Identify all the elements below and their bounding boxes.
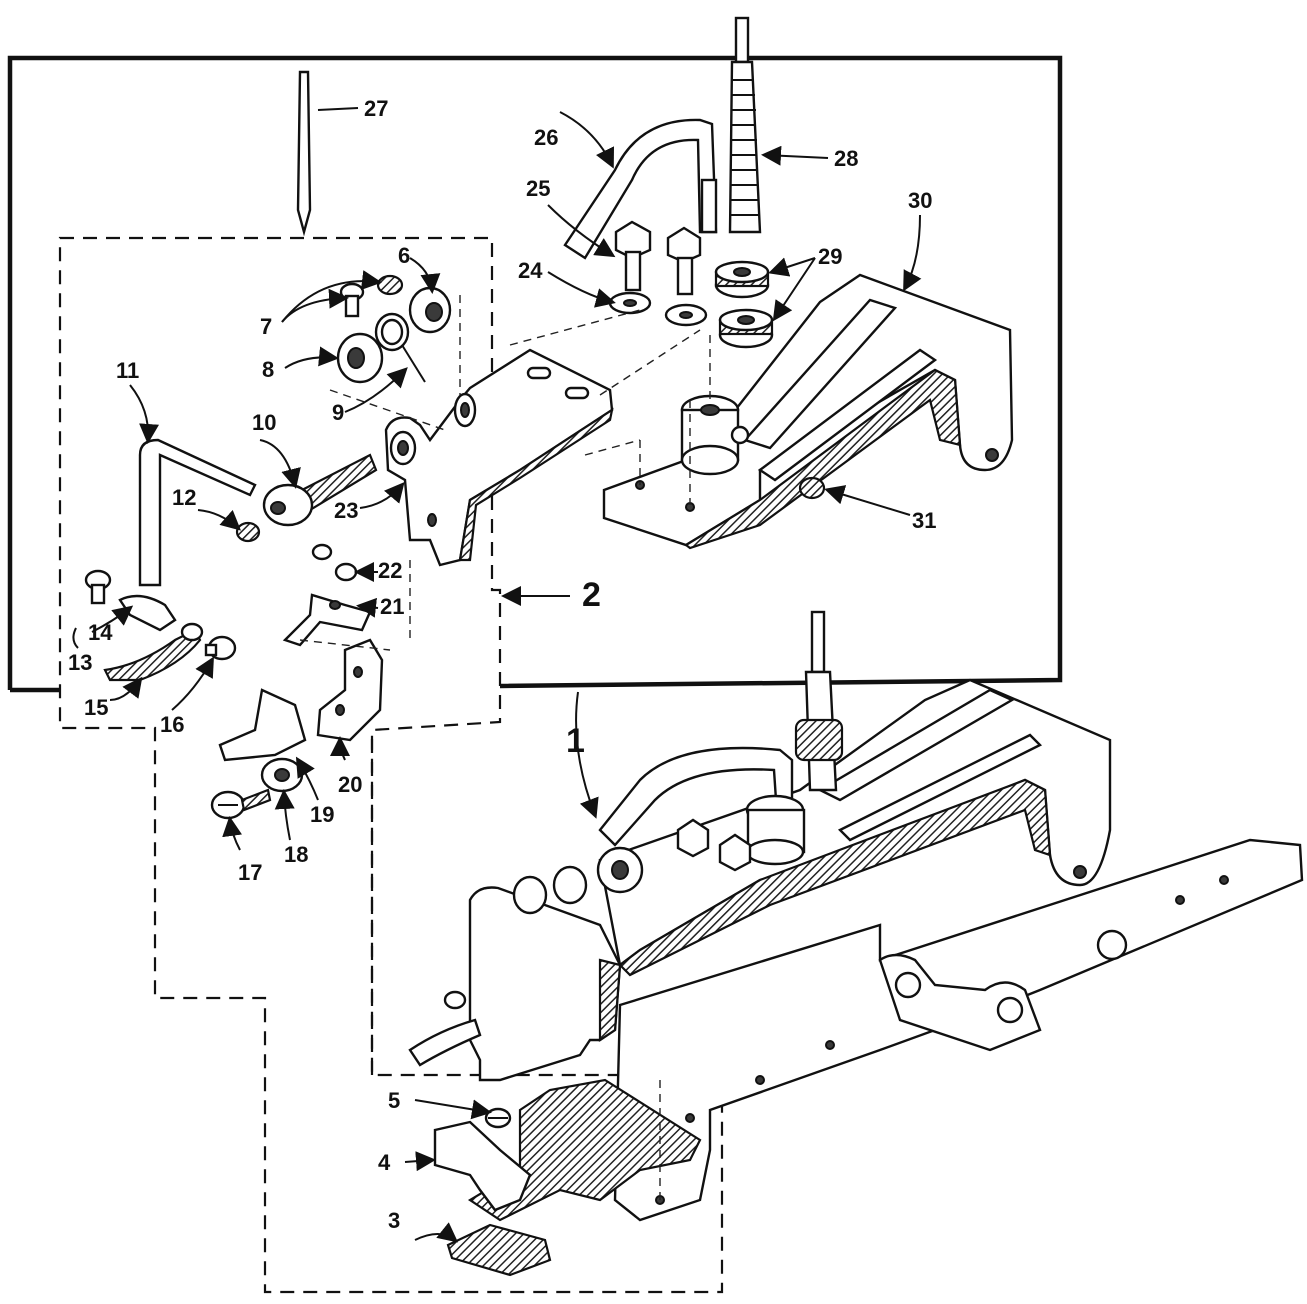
threaded-shaft-part-10: [262, 453, 378, 527]
screw-and-washer-17-18: [210, 757, 304, 820]
label-7: 7: [260, 314, 272, 339]
clamp-assembly-13-16: [84, 569, 237, 682]
label-17: 17: [238, 860, 262, 885]
label-22: 22: [378, 558, 402, 583]
label-24: 24: [518, 258, 543, 283]
label-9: 9: [332, 400, 344, 425]
wire-lever-part: [563, 118, 718, 260]
label-5: 5: [388, 1088, 400, 1113]
needle-part: [296, 70, 359, 237]
label-14: 14: [88, 620, 113, 645]
label-8: 8: [262, 357, 274, 382]
callout-leaders: [72, 111, 922, 1243]
collar-part-6: [408, 286, 452, 334]
label-1: 1: [566, 722, 585, 760]
label-3: 3: [388, 1208, 400, 1233]
bracket-collar: [680, 394, 750, 476]
label-12: 12: [172, 485, 196, 510]
l-shaped-rod-part-11: [138, 438, 257, 587]
label-20: 20: [338, 772, 362, 797]
label-11: 11: [116, 358, 139, 383]
label-23: 23: [334, 498, 358, 523]
label-16: 16: [160, 712, 184, 737]
main-bracket-part: [602, 273, 1014, 550]
hex-bolt-pair: [614, 220, 702, 296]
label-6: 6: [398, 243, 410, 268]
label-27: 27: [364, 96, 388, 121]
slide-bar-assembly: [613, 838, 1304, 1222]
small-bracket-21-22: [282, 543, 372, 647]
label-19: 19: [310, 802, 334, 827]
assembled-unit: [408, 610, 1112, 1082]
label-2: 2: [582, 576, 601, 614]
set-screw-31: [798, 476, 826, 500]
knurled-nut-pair: [714, 260, 774, 349]
label-4: 4: [378, 1150, 391, 1175]
set-screw-12: [235, 521, 261, 543]
hook-plate-part-19: [218, 688, 307, 762]
label-18: 18: [284, 842, 308, 867]
label-15: 15: [84, 695, 108, 720]
spring-part-9: [374, 312, 426, 383]
label-10: 10: [252, 410, 276, 435]
assembly-boundary-frame: [7, 55, 1063, 690]
label-26: 26: [534, 125, 558, 150]
label-30: 30: [908, 188, 932, 213]
carrier-casting-part: [384, 348, 614, 567]
label-31: 31: [912, 508, 936, 533]
label-25: 25: [526, 176, 550, 201]
angle-bracket-part-20: [316, 638, 384, 742]
collar-part-8: [336, 332, 384, 384]
label-21: 21: [380, 594, 404, 619]
label-28: 28: [834, 146, 858, 171]
washer-pair: [608, 291, 708, 327]
alignment-lines: [299, 295, 711, 1200]
subassembly-2-boundary: [58, 236, 724, 1294]
label-13: 13: [68, 650, 92, 675]
part-labels: 1 2 3 4 5 6 7 8 9 10 11 12 13 14 15 16 1…: [68, 96, 936, 1233]
label-29: 29: [818, 244, 842, 269]
threaded-stud-part: [728, 16, 762, 234]
